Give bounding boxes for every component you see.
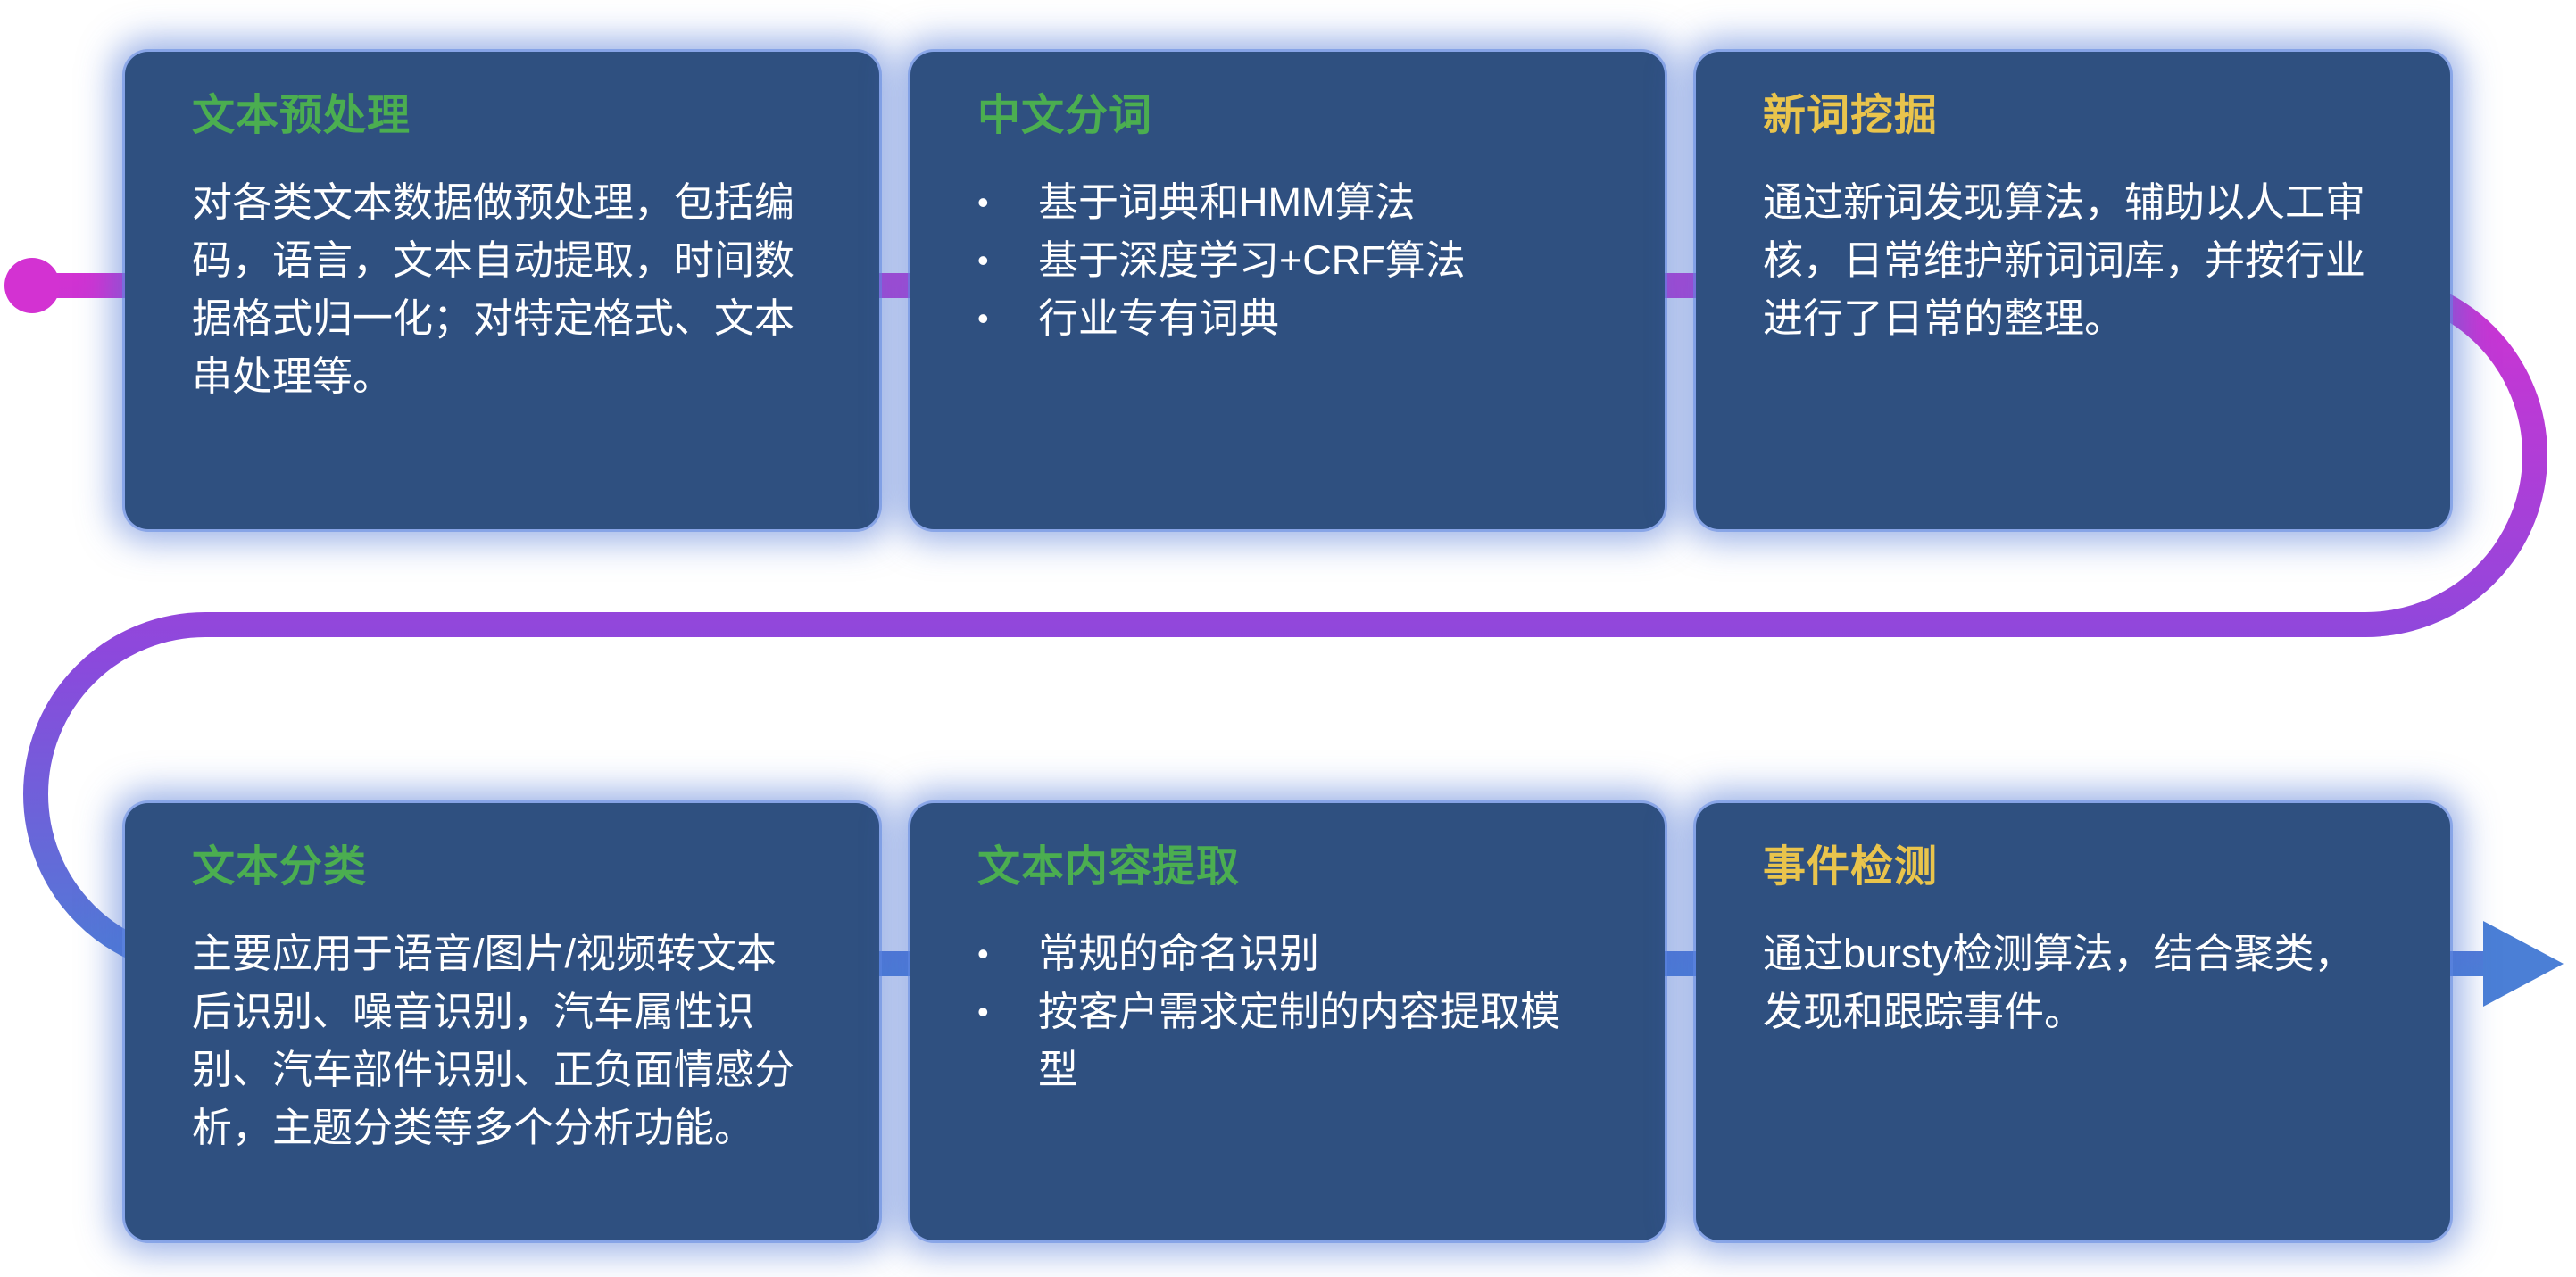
bullet-dot-icon: •	[977, 935, 989, 972]
bullet-item: • 基于深度学习+CRF算法	[977, 231, 1598, 289]
bullet-dot-icon: •	[977, 300, 989, 336]
card-text-preprocessing: 文本预处理 对各类文本数据做预处理，包括编码，语言，文本自动提取，时间数据格式归…	[125, 52, 879, 529]
card-title: 文本预处理	[192, 92, 411, 139]
card-body: 通过bursty检测算法，结合聚类，发现和跟踪事件。	[1763, 931, 2355, 1034]
bullet-dot-icon: •	[977, 993, 989, 1030]
card-new-word-mining: 新词挖掘 通过新词发现算法，辅助以人工审核，日常维护新词词库，并按行业进行了日常…	[1696, 52, 2450, 529]
bullet-item: • 行业专有词典	[977, 289, 1598, 347]
card-text-classification: 文本分类 主要应用于语音/图片/视频转文本后识别、噪音识别，汽车属性识别、汽车部…	[125, 803, 879, 1240]
card-body: 通过新词发现算法，辅助以人工审核，日常维护新词词库，并按行业进行了日常的整理。	[1763, 179, 2366, 341]
bullet-dot-icon: •	[977, 242, 989, 278]
bullet-text: 行业专有词典	[1038, 295, 1280, 341]
card-word-segmentation: 中文分词 • 基于词典和HMM算法 • 基于深度学习+CRF算法 • 行业专有词典	[910, 52, 1665, 529]
bullet-item: • 常规的命名识别	[977, 925, 1598, 983]
card-title: 文本内容提取	[977, 843, 1241, 891]
card-content-extraction: 文本内容提取 • 常规的命名识别 • 按客户需求定制的内容提取模型	[910, 803, 1665, 1240]
card-title: 事件检测	[1763, 843, 1939, 891]
card-title: 新词挖掘	[1763, 92, 1939, 139]
bullet-item: • 基于词典和HMM算法	[977, 173, 1598, 231]
card-bullet-list: • 基于词典和HMM算法 • 基于深度学习+CRF算法 • 行业专有词典	[977, 173, 1598, 347]
bullet-text: 基于词典和HMM算法	[1038, 179, 1416, 225]
flow-connector-line	[23, 273, 2547, 976]
bullet-text: 基于深度学习+CRF算法	[1038, 237, 1466, 283]
card-title: 中文分词	[977, 92, 1153, 139]
card-body: 主要应用于语音/图片/视频转文本后识别、噪音识别，汽车属性识别、汽车部件识别、正…	[192, 931, 795, 1150]
flow-start-dot-icon	[4, 258, 60, 313]
bullet-text: 常规的命名识别	[1038, 931, 1320, 976]
flow-arrow-icon	[2483, 921, 2564, 1007]
card-body: 对各类文本数据做预处理，包括编码，语言，文本自动提取，时间数据格式归一化；对特定…	[192, 179, 795, 399]
card-title: 文本分类	[192, 843, 368, 891]
card-event-detection: 事件检测 通过bursty检测算法，结合聚类，发现和跟踪事件。	[1696, 803, 2450, 1240]
bullet-dot-icon: •	[977, 184, 989, 220]
card-bullet-list: • 常规的命名识别 • 按客户需求定制的内容提取模型	[977, 925, 1598, 1099]
bullet-text: 按客户需求定制的内容提取模型	[1038, 989, 1561, 1092]
bullet-item: • 按客户需求定制的内容提取模型	[977, 983, 1598, 1099]
